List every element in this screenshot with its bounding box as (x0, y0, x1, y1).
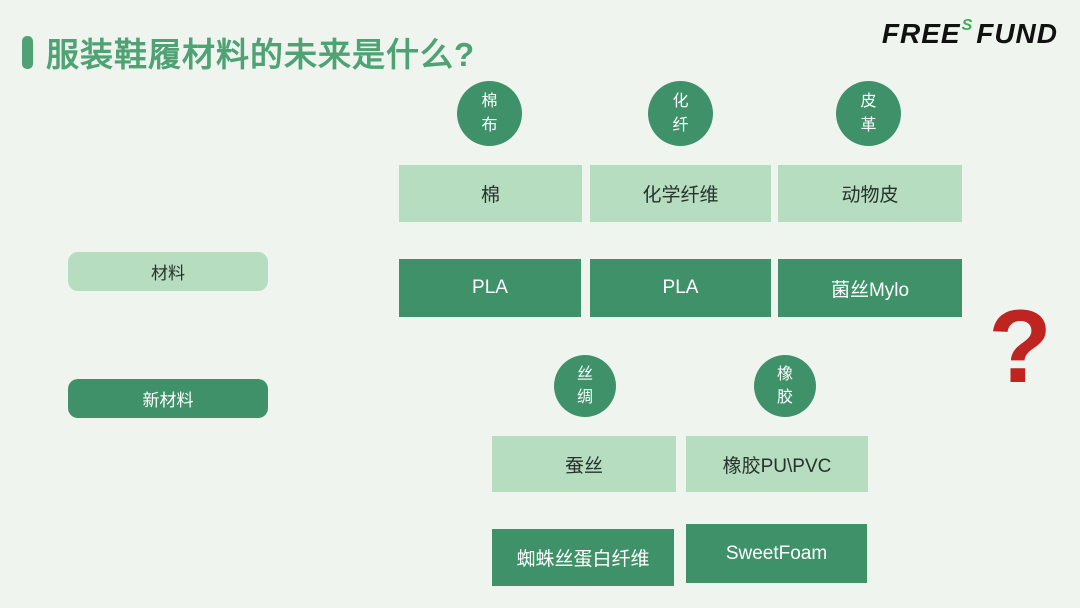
new-material-box-sweetfoam: SweetFoam (686, 524, 867, 583)
circle-text-line: 棉 (481, 93, 498, 111)
logo-superscript-s: S (961, 17, 974, 34)
material-box-silkworm-silk: 蚕丝 (492, 436, 676, 492)
material-box-rubber-pu-pvc: 橡胶PU\PVC (686, 436, 868, 492)
category-circle-silk: 丝 绸 (554, 355, 616, 417)
logo-fund-text: FUND (976, 18, 1058, 49)
legend-material-label: 材料 (68, 252, 268, 291)
new-material-box-pla-1: PLA (399, 259, 581, 317)
title-accent-bar-icon (22, 35, 33, 69)
circle-text-line: 丝 (576, 365, 593, 383)
logo-free-text: FREE (881, 18, 961, 49)
slide-header: 服装鞋履材料的未来是什么? (22, 28, 475, 76)
circle-text-line: 胶 (776, 389, 793, 406)
circle-text-line: 布 (481, 116, 498, 134)
legend-new-material-label: 新材料 (68, 379, 268, 418)
material-box-chemical-fiber: 化学纤维 (590, 165, 771, 222)
category-circle-chemical-fiber: 化 纤 (648, 81, 713, 146)
new-material-box-pla-2: PLA (590, 259, 771, 317)
material-box-animal-leather: 动物皮 (778, 165, 962, 222)
circle-text-line: 化 (672, 93, 689, 111)
category-circle-leather: 皮 革 (836, 81, 901, 146)
circle-text-line: 革 (860, 116, 877, 134)
new-material-box-spider-silk-protein-fiber: 蜘蛛丝蛋白纤维 (492, 529, 674, 586)
question-mark: ? (988, 289, 1052, 405)
circle-text-line: 绸 (576, 389, 593, 406)
category-circle-cotton-cloth: 棉 布 (457, 81, 522, 146)
page-title: 服装鞋履材料的未来是什么? (46, 36, 476, 73)
new-material-box-mylo: 菌丝Mylo (778, 259, 962, 317)
circle-text-line: 皮 (860, 93, 877, 111)
material-box-cotton: 棉 (399, 165, 582, 222)
circle-text-line: 纤 (672, 116, 689, 134)
category-circle-rubber: 橡 胶 (754, 355, 816, 417)
circle-text-line: 橡 (776, 365, 793, 383)
